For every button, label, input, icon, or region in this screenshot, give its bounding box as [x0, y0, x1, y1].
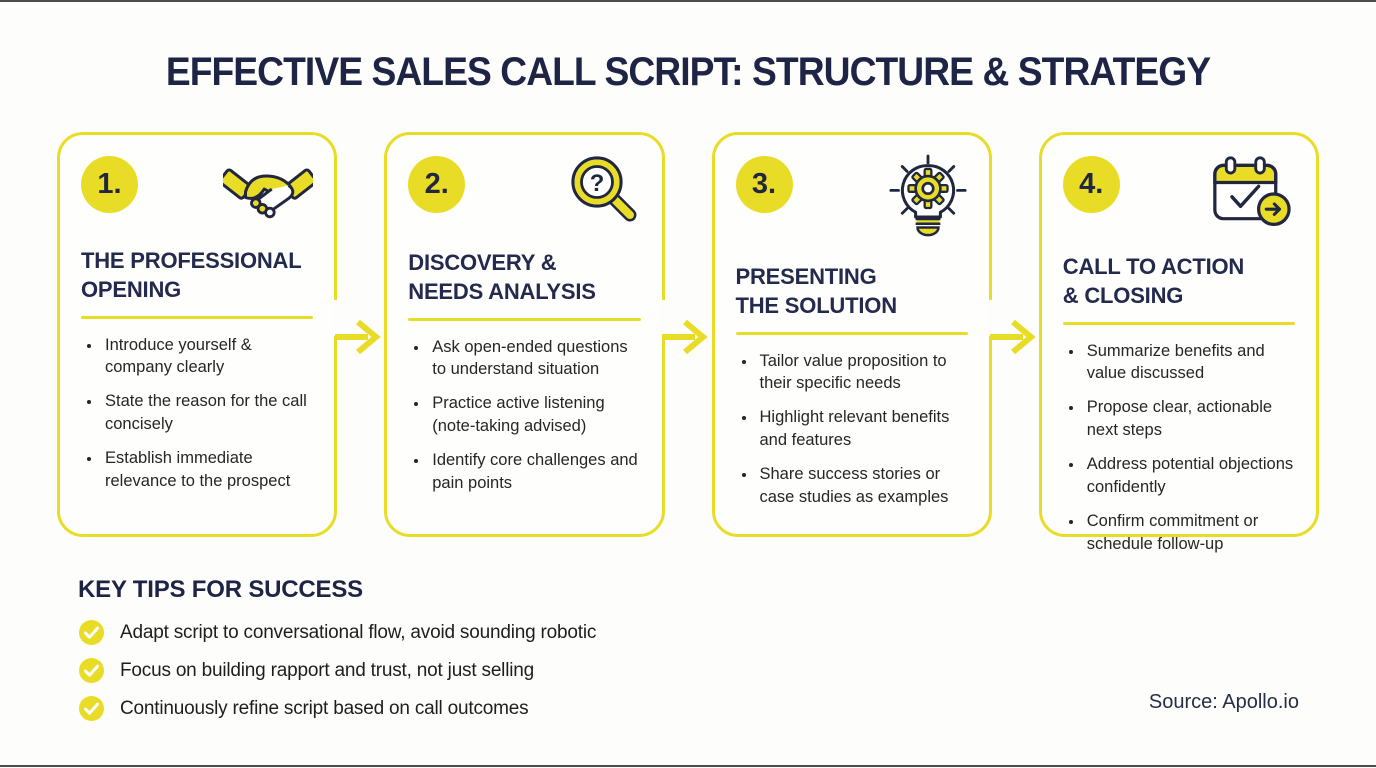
card-discovery-needs: 2. ? DISCOVERY & NEEDS ANALYSIS Ask open… — [384, 132, 665, 537]
handshake-icon — [218, 154, 318, 231]
bullet-item: Address potential objections confidently — [1084, 453, 1295, 498]
bullet-item: Introduce yourself & company clearly — [102, 334, 313, 379]
step-number-badge: 3. — [735, 156, 793, 213]
bullet-item: Confirm commitment or schedule follow-up — [1084, 510, 1295, 555]
step-title: CALL TO ACTION & CLOSING — [1062, 254, 1245, 309]
step-bullet-list: Tailor value proposition to their specif… — [736, 350, 968, 509]
bullet-item: Propose clear, actionable next steps — [1084, 396, 1295, 441]
check-circle-icon — [79, 620, 104, 645]
bullet-item: Ask open-ended questions to understand s… — [429, 336, 640, 381]
tip-text: Focus on building rapport and trust, not… — [120, 659, 534, 681]
key-tips-section: KEY TIPS FOR SUCCESS Adapt script to con… — [78, 576, 778, 733]
bullet-item: Establish immediate relevance to the pro… — [102, 447, 313, 492]
tip-text: Adapt script to conversational flow, avo… — [120, 621, 597, 643]
step-title: PRESENTING THE SOLUTION — [735, 264, 898, 319]
step-bullet-list: Ask open-ended questions to understand s… — [408, 336, 640, 495]
step-number-badge: 2. — [408, 156, 466, 213]
calendar-check-icon — [1207, 154, 1295, 237]
step-number-badge: 4. — [1062, 156, 1120, 213]
svg-text:?: ? — [589, 170, 604, 197]
step-bullet-list: Introduce yourself & company clearlyStat… — [81, 334, 313, 493]
flow-arrow-icon — [332, 300, 381, 355]
bottom-border-line — [0, 765, 1376, 767]
divider — [81, 316, 314, 319]
card-header: 4. — [1062, 154, 1295, 237]
tip-row: Adapt script to conversational flow, avo… — [78, 619, 778, 646]
card-presenting-solution: 3. — [711, 132, 992, 537]
bullet-item: State the reason for the call concisely — [102, 390, 313, 435]
source-attribution: Source: Apollo.io — [1148, 691, 1299, 713]
check-circle-icon — [79, 658, 104, 683]
divider — [735, 332, 968, 335]
step-title: DISCOVERY & NEEDS ANALYSIS — [408, 250, 596, 305]
tip-row: Continuously refine script based on call… — [78, 695, 778, 722]
magnifier-question-icon: ? — [567, 154, 641, 233]
bullet-item: Share success stories or case studies as… — [757, 463, 968, 508]
key-tips-heading: KEY TIPS FOR SUCCESS — [78, 576, 363, 603]
bullet-item: Summarize benefits and value discussed — [1084, 340, 1295, 385]
tip-text: Continuously refine script based on call… — [120, 697, 529, 719]
card-header: 2. ? — [408, 154, 640, 233]
step-title: THE PROFESSIONAL OPENING — [81, 248, 302, 303]
step-number-badge: 1. — [81, 156, 138, 213]
card-professional-opening: 1. THE PROFESSIONAL OPENING Introduce yo… — [57, 132, 338, 537]
flow-arrow-icon — [987, 300, 1036, 355]
bullet-item: Practice active listening (note-taking a… — [429, 392, 640, 437]
card-header: 1. — [81, 154, 318, 231]
top-border-line — [0, 0, 1376, 2]
lightbulb-gear-icon — [888, 154, 968, 247]
step-bullet-list: Summarize benefits and value discussedPr… — [1063, 340, 1295, 556]
page-title: EFFECTIVE SALES CALL SCRIPT: STRUCTURE &… — [165, 50, 1211, 94]
key-tips-list: Adapt script to conversational flow, avo… — [78, 619, 778, 722]
flow-arrow-icon — [659, 300, 708, 355]
check-circle-icon — [79, 696, 104, 721]
card-header: 3. — [735, 154, 968, 247]
bullet-item: Tailor value proposition to their specif… — [757, 350, 968, 395]
bullet-item: Highlight relevant benefits and features — [757, 406, 968, 451]
divider — [408, 318, 641, 321]
steps-row: 1. THE PROFESSIONAL OPENING Introduce yo… — [57, 132, 1319, 553]
tip-row: Focus on building rapport and trust, not… — [78, 657, 778, 684]
bullet-item: Identify core challenges and pain points — [429, 449, 640, 494]
divider — [1062, 322, 1295, 325]
card-call-to-action: 4. CALL TO ACTION & CLOSING Summarize be… — [1038, 132, 1319, 553]
